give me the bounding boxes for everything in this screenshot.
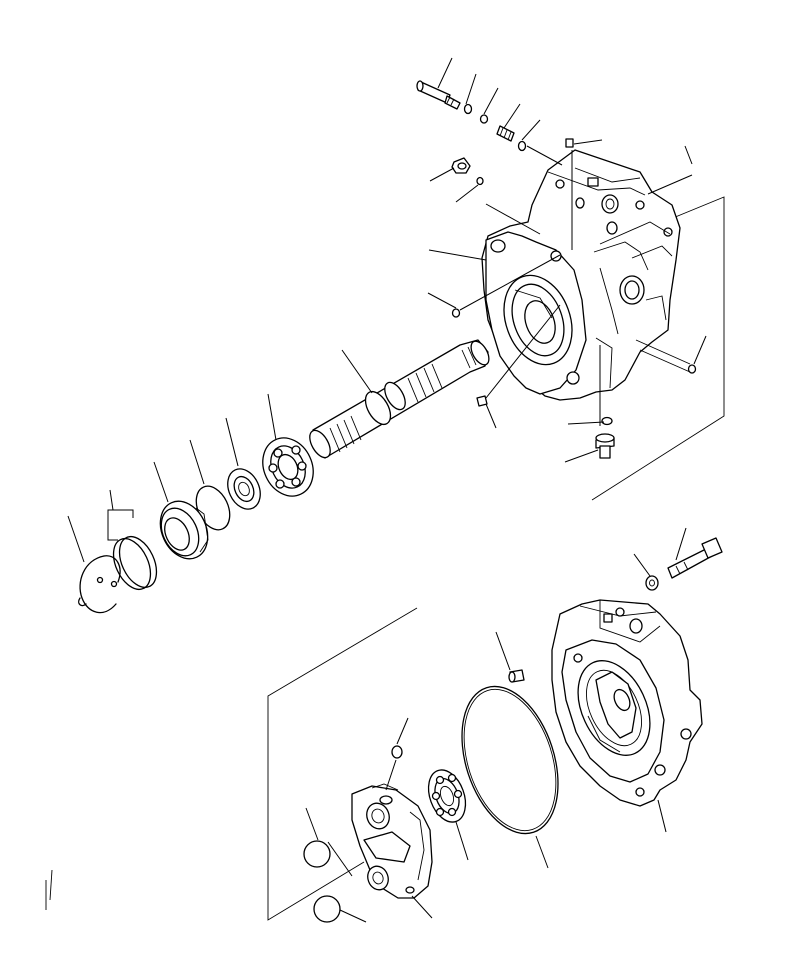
upper-assembly-frame [591,196,725,501]
bolt-case-bottom [476,395,488,407]
circlip [78,555,121,614]
adjust-plug [496,125,515,142]
large-o-ring [461,685,559,835]
plug-small-top [565,138,574,148]
oil-seal [159,500,209,560]
ball-bearing-lower [427,769,467,823]
lower-assembly-frame [267,607,418,921]
valve-plate [351,783,433,899]
plug-case-bottom [595,433,615,459]
o-ring-small-2 [517,140,527,152]
scan-artifacts [45,869,53,910]
o-ring-lower-small [391,745,403,759]
washer-small-1 [479,114,489,124]
bolt-case-left [451,308,461,318]
hex-plug-left [451,157,471,174]
ball-bearing-upper [262,437,314,497]
washer-lower [645,575,659,591]
spacer-ring [227,468,261,510]
pump-case [481,149,691,401]
adjust-bolt [416,80,461,110]
end-cover [551,599,703,807]
leader-lines [67,57,707,923]
ball-pin-lower [313,895,341,923]
ball-pin-upper [303,840,331,868]
o-ring-case-bottom [601,416,613,426]
snap-ring-pair [112,535,158,591]
bolt-case-right [687,364,697,374]
bolt-lower [667,537,723,579]
dowel-pin [508,669,525,683]
o-ring-left [476,176,484,186]
o-ring-small-1 [463,103,473,115]
drive-shaft [309,339,490,459]
